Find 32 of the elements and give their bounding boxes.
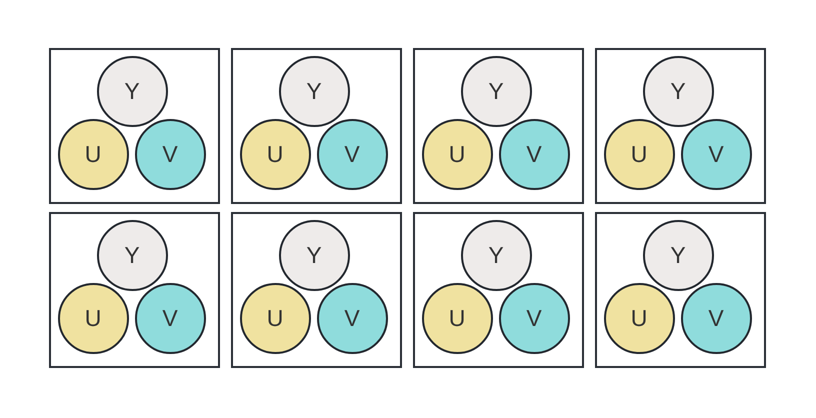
sample-frame — [231, 48, 402, 204]
channel-circle: V — [680, 118, 752, 190]
channel-circle: Y — [96, 56, 168, 126]
channel-circle: U — [240, 282, 310, 354]
channel-circle: Y — [278, 220, 350, 290]
channel-circle: U — [422, 282, 492, 354]
channel-circle: V — [498, 118, 570, 190]
channel-circle: Y — [642, 220, 714, 290]
channel-circle: V — [316, 118, 388, 190]
sample-frame — [49, 212, 220, 368]
channel-circle: Y — [278, 56, 350, 126]
channel-circle: Y — [642, 56, 714, 126]
channel-circle: V — [316, 282, 388, 354]
channel-circle: U — [604, 282, 674, 354]
channel-circle: V — [498, 282, 570, 354]
sample-frame — [595, 48, 766, 204]
sample-frame — [413, 48, 584, 204]
sample-frame — [413, 212, 584, 368]
sample-frame — [231, 212, 402, 368]
channel-circle: Y — [96, 220, 168, 290]
channel-circle: V — [680, 282, 752, 354]
channel-circle: U — [604, 118, 674, 190]
channel-circle: V — [134, 282, 206, 354]
sample-frame — [49, 48, 220, 204]
channel-circle: U — [240, 118, 310, 190]
channel-circle: Y — [460, 220, 532, 290]
channel-circle: U — [58, 282, 128, 354]
sample-frame — [595, 212, 766, 368]
channel-circle: V — [134, 118, 206, 190]
channel-circle: U — [422, 118, 492, 190]
channel-circle: U — [58, 118, 128, 190]
channel-circle: Y — [460, 56, 532, 126]
